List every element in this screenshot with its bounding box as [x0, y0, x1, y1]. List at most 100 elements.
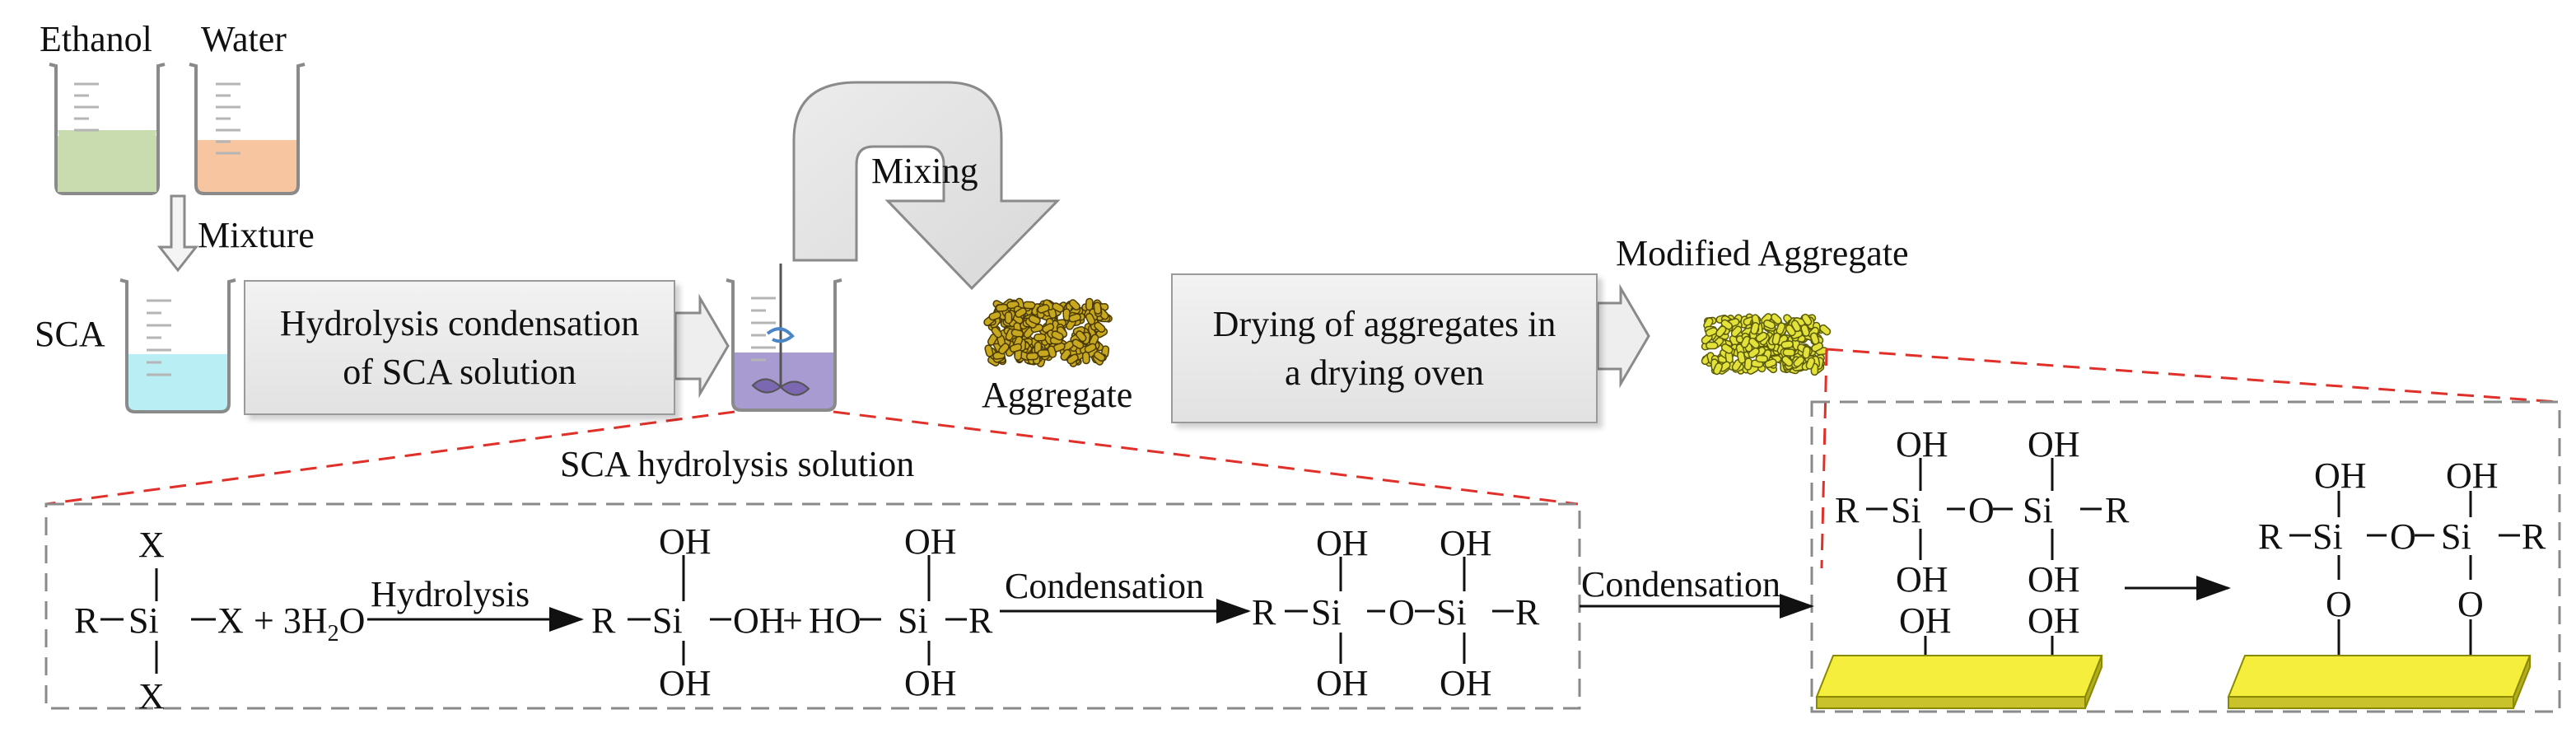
- aggregate-grain: [1780, 340, 1794, 349]
- aggregate-grain: [1771, 332, 1781, 345]
- aggregate-grain: [1720, 343, 1734, 354]
- surface-dashed-box: [1810, 400, 2561, 713]
- aggregate-grain: [1047, 345, 1057, 358]
- aggregate-grain: [1093, 351, 1106, 362]
- aggregate-grain: [1034, 333, 1047, 342]
- p2-ho: HO: [809, 600, 861, 641]
- drying-box-arrow: [1596, 283, 1650, 389]
- modified-aggregate-label: Modified Aggregate: [1616, 233, 1909, 273]
- aggregate-grain: [1009, 343, 1023, 353]
- aggregate-grain: [1066, 353, 1079, 365]
- s2-o-bottom-1: O: [2326, 584, 2352, 624]
- s2-si-2: Si: [2441, 516, 2471, 557]
- sca-hydrolysis-solution-label: SCA hydrolysis solution: [560, 444, 915, 484]
- aggregate-grain: [1750, 322, 1760, 335]
- aggregate-grain: [1076, 330, 1087, 343]
- aggregate-grain: [1060, 348, 1071, 362]
- p2-oh-top: OH: [904, 521, 957, 562]
- s2-oh-top-1: OH: [2314, 455, 2367, 496]
- reactant-r: R: [74, 600, 99, 641]
- s2-si-1: Si: [2312, 516, 2343, 557]
- water-beaker: [189, 63, 306, 195]
- p1-r: R: [591, 600, 616, 641]
- p3-oh-bottom-2: OH: [1440, 663, 1492, 703]
- p2-r: R: [968, 600, 993, 641]
- aggregate-grain: [1068, 299, 1080, 310]
- p1-oh-right: OH: [733, 600, 786, 641]
- hydrolysis-box-line-2: of SCA solution: [343, 352, 576, 392]
- reactant-si: Si: [128, 600, 159, 641]
- water-subscript: 2: [327, 620, 339, 647]
- hydrolysis-box-arrow: [674, 293, 730, 399]
- mixture-down-arrow: [156, 194, 199, 273]
- aggregate-grain: [1084, 343, 1097, 353]
- aggregate-grain: [1081, 351, 1090, 365]
- drying-oven-box: Drying of aggregates in a drying oven: [1171, 273, 1598, 423]
- aggregate-grain: [1025, 352, 1039, 361]
- condensation-arrow-label-2: Condensation: [1581, 564, 1780, 605]
- s2-r-left: R: [2258, 516, 2283, 557]
- aggregate-grain: [1802, 346, 1811, 359]
- s1-surface-oh-1: OH: [1899, 600, 1952, 641]
- p3-r-left: R: [1252, 592, 1276, 633]
- aggregate-grain: [1819, 324, 1832, 336]
- water-term-plus: + 3H: [254, 600, 328, 641]
- condensation-arrow-label-1: Condensation: [1005, 566, 1204, 606]
- water-term-o: O: [338, 600, 366, 641]
- hydrolysis-arrow-label: Hydrolysis: [371, 574, 530, 614]
- p3-o: O: [1388, 592, 1415, 633]
- s1-surface-oh-2: OH: [2028, 600, 2080, 641]
- aggregate-grain: [1713, 362, 1723, 376]
- aggregate-grain: [1785, 324, 1796, 337]
- p3-oh-top-2: OH: [1440, 523, 1492, 563]
- reactant-x-bottom: X: [138, 676, 165, 717]
- bonds: [100, 458, 2520, 674]
- aggregate-grain: [995, 303, 1009, 312]
- aggregate-grain: [1715, 325, 1727, 338]
- s1-oh-bottom-2: OH: [2028, 559, 2080, 600]
- aggregate-grain: [1705, 341, 1719, 350]
- s1-oh-top-1: OH: [1896, 424, 1948, 465]
- plus-sign: +: [782, 600, 803, 641]
- aggregate-grain: [1730, 325, 1743, 338]
- hydrolysis-beaker: [726, 264, 842, 412]
- modified-aggregate-pile: [1701, 313, 1832, 376]
- s2-oh-top-2: OH: [2446, 455, 2499, 496]
- aggregate-grain: [1010, 329, 1024, 338]
- s1-si-1: Si: [1891, 490, 1921, 530]
- aggregate-grain: [1763, 319, 1776, 329]
- s1-si-2: Si: [2023, 490, 2053, 530]
- hydrolysis-box-line-1: Hydrolysis condensation: [279, 302, 640, 343]
- aggregate-grain: [1740, 335, 1751, 348]
- aggregate-grain: [998, 343, 1010, 355]
- zoom-lines: [45, 348, 2559, 569]
- s1-oh-top-2: OH: [2028, 424, 2080, 465]
- mixing-curved-arrow: [792, 81, 1061, 291]
- aggregate-grain: [1052, 302, 1065, 313]
- aggregate-grain: [1071, 338, 1085, 349]
- aggregate-grain: [1800, 324, 1810, 337]
- mixing-label: Mixing: [871, 151, 978, 191]
- aggregate-grain: [1809, 332, 1820, 345]
- sca-label: SCA: [35, 314, 105, 354]
- p1-si: Si: [652, 600, 683, 641]
- hydrolysis-condensation-box: Hydrolysis condensation of SCA solution: [244, 280, 675, 415]
- p3-oh-bottom-1: OH: [1316, 663, 1369, 703]
- aggregate-grain: [1743, 357, 1752, 371]
- sca-beaker: [119, 278, 236, 413]
- drying-box-line-1: Drying of aggregates in: [1212, 303, 1556, 344]
- aggregate-grain: [1781, 355, 1794, 367]
- aggregate-grain: [1004, 310, 1013, 324]
- substrate-right: [2227, 655, 2532, 709]
- mixture-label: Mixture: [198, 215, 315, 255]
- aggregate-grain: [1022, 301, 1036, 310]
- drying-box-line-2: a drying oven: [1285, 352, 1484, 393]
- aggregate-grain: [1015, 307, 1027, 318]
- p3-oh-top-1: OH: [1316, 523, 1369, 563]
- p1-oh-bottom: OH: [659, 663, 712, 703]
- aggregate-label: Aggregate: [982, 375, 1133, 415]
- aggregate-grain: [1755, 354, 1769, 363]
- p2-si: Si: [898, 600, 928, 641]
